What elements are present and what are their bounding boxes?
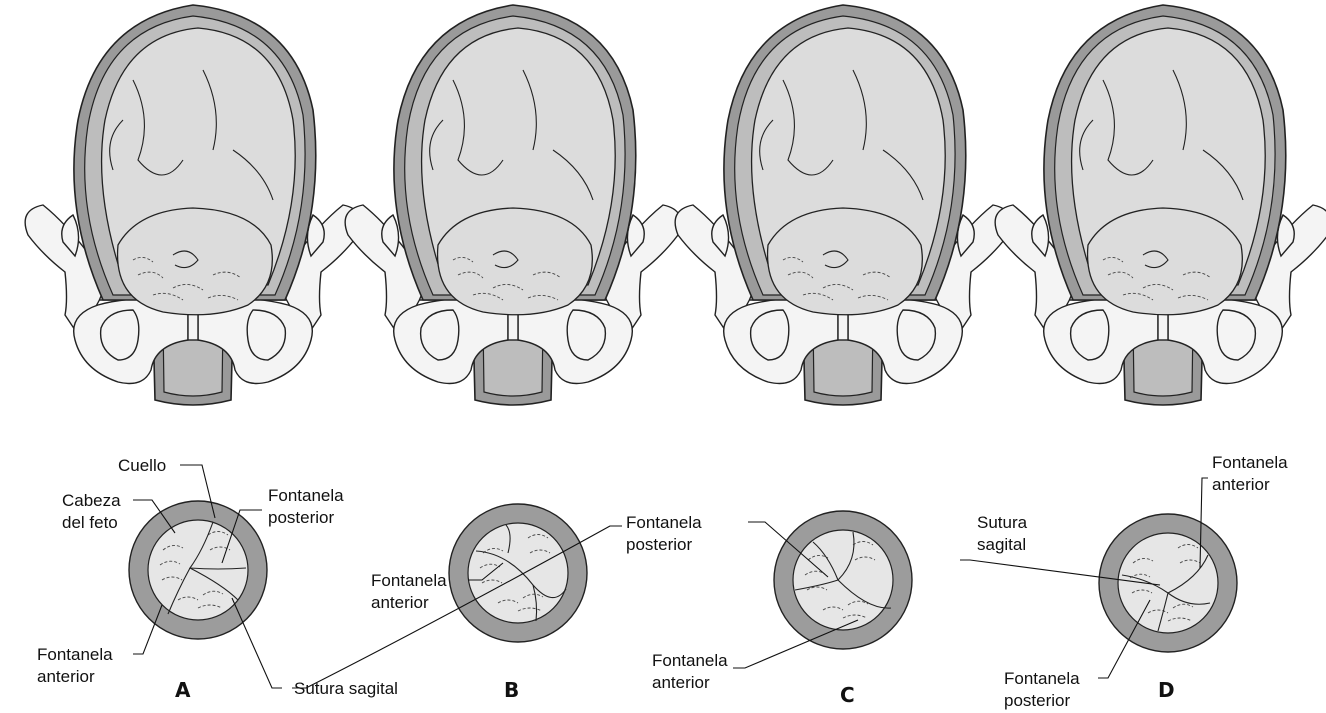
label-cabeza-del-feto-line1: Cabeza [62,491,121,510]
cervix-view-c [774,511,912,649]
label-b-fontanela-anterior-line2: anterior [371,593,429,612]
label-sutura-sagital: Sutura sagital [294,679,398,698]
label-a-fontanela-posterior-line1: Fontanela [268,486,344,505]
panel-letter-c: C [840,683,855,707]
panel-letter-d: D [1158,678,1175,702]
label-d-fontanela-posterior-line2: posterior [1004,691,1070,710]
pelvis-illustration-a [25,5,361,405]
pelvis-illustration-c [675,5,1011,405]
label-cabeza-del-feto-line2: del feto [62,513,118,532]
label-cuello: Cuello [118,456,166,475]
cervix-view-b [449,504,587,642]
label-c-fontanela-anterior-line2: anterior [652,673,710,692]
panel-letter-a: A [175,678,191,702]
cervix-view-a [129,501,267,639]
label-d-fontanela-posterior-line1: Fontanela [1004,669,1080,688]
cervix-view-d [1099,514,1237,652]
panel-letter-b: B [504,678,519,702]
label-c-fontanela-anterior-line1: Fontanela [652,651,728,670]
label-d-fontanela-anterior-line1: Fontanela [1212,453,1288,472]
label-b-fontanela-anterior-line1: Fontanela [371,571,447,590]
label-bc-fontanela-posterior-line2: posterior [626,535,692,554]
pelvis-illustration-d [995,5,1326,405]
label-d-fontanela-anterior-line2: anterior [1212,475,1270,494]
label-a-fontanela-anterior-line1: Fontanela [37,645,113,664]
label-d-sutura-sagital-line2: sagital [977,535,1026,554]
label-d-sutura-sagital-line1: Sutura [977,513,1028,532]
pelvis-illustration-b [345,5,681,405]
label-a-fontanela-posterior-line2: posterior [268,508,334,527]
label-a-fontanela-anterior-line2: anterior [37,667,95,686]
label-bc-fontanela-posterior-line1: Fontanela [626,513,702,532]
